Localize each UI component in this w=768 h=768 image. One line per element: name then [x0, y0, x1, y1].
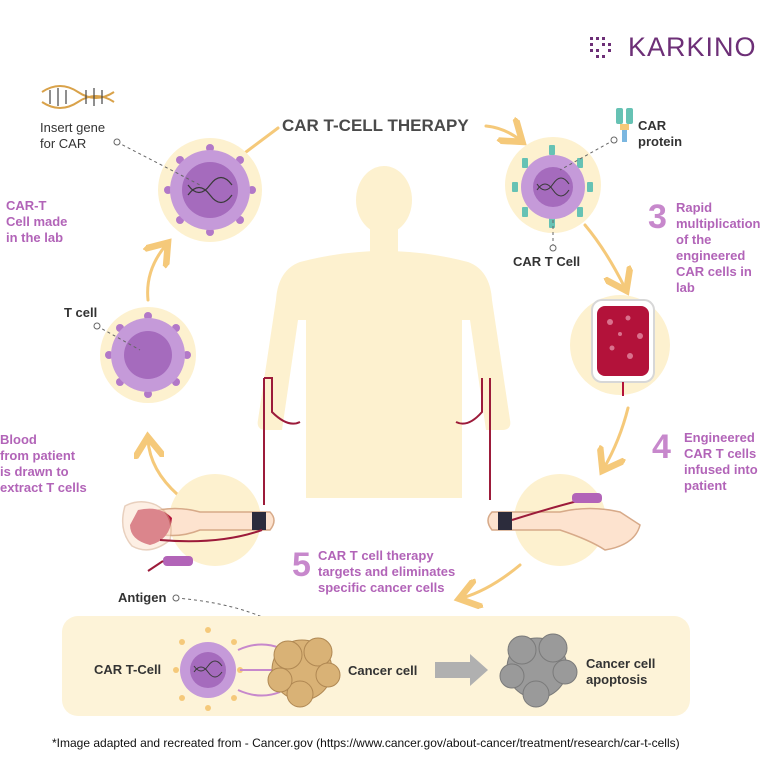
apoptosis-cell-shape — [499, 633, 578, 708]
left-arm — [121, 501, 275, 572]
cancer-cell-shape — [267, 637, 341, 708]
bottom-car-t-cell-label: CAR T-Cell — [94, 662, 162, 677]
step-2-text: CAR-T Cell made in the lab — [6, 198, 68, 245]
step-3-number: 3 — [648, 198, 667, 236]
right-arm — [487, 493, 641, 551]
antigen-label: Antigen — [118, 590, 167, 605]
step-5-number: 5 — [292, 546, 311, 584]
bottom-car-t-cell — [173, 627, 243, 711]
t-cell-label: T cell — [64, 305, 98, 320]
cancer-cell-label: Cancer cell — [348, 663, 418, 678]
t-cell — [105, 312, 191, 398]
step-5-text: CAR T cell therapy targets and eliminate… — [318, 548, 456, 595]
car-t-cell-lab — [164, 144, 256, 236]
source-footnote: *Image adapted and recreated from - Canc… — [52, 736, 680, 750]
iv-lines — [263, 377, 491, 505]
karkino-brand: KARKINO — [628, 32, 757, 62]
human-silhouette — [257, 166, 511, 498]
step-1-text: Blood from patient is drawn to extract T… — [0, 432, 87, 495]
karkino-logo-mark — [590, 37, 611, 58]
transition-arrow — [435, 654, 488, 686]
step-4-number: 4 — [652, 428, 671, 466]
page-title: CAR T-CELL THERAPY — [282, 116, 469, 135]
car-protein-label: CAR protein — [638, 118, 683, 149]
insert-gene-label: Insert gene for CAR — [40, 120, 106, 151]
step-3-text: Rapid multiplication of the engineered C… — [676, 200, 761, 295]
dna-icon — [41, 85, 115, 109]
car-t-cell — [512, 145, 593, 228]
apoptosis-label: Cancer cell apoptosis — [586, 656, 656, 687]
blood-bag-icon — [591, 299, 655, 396]
car-t-cell-label: CAR T Cell — [513, 254, 581, 269]
car-protein-icon — [616, 108, 633, 142]
step-4-text: Engineered CAR T cells infused into pati… — [684, 430, 758, 493]
